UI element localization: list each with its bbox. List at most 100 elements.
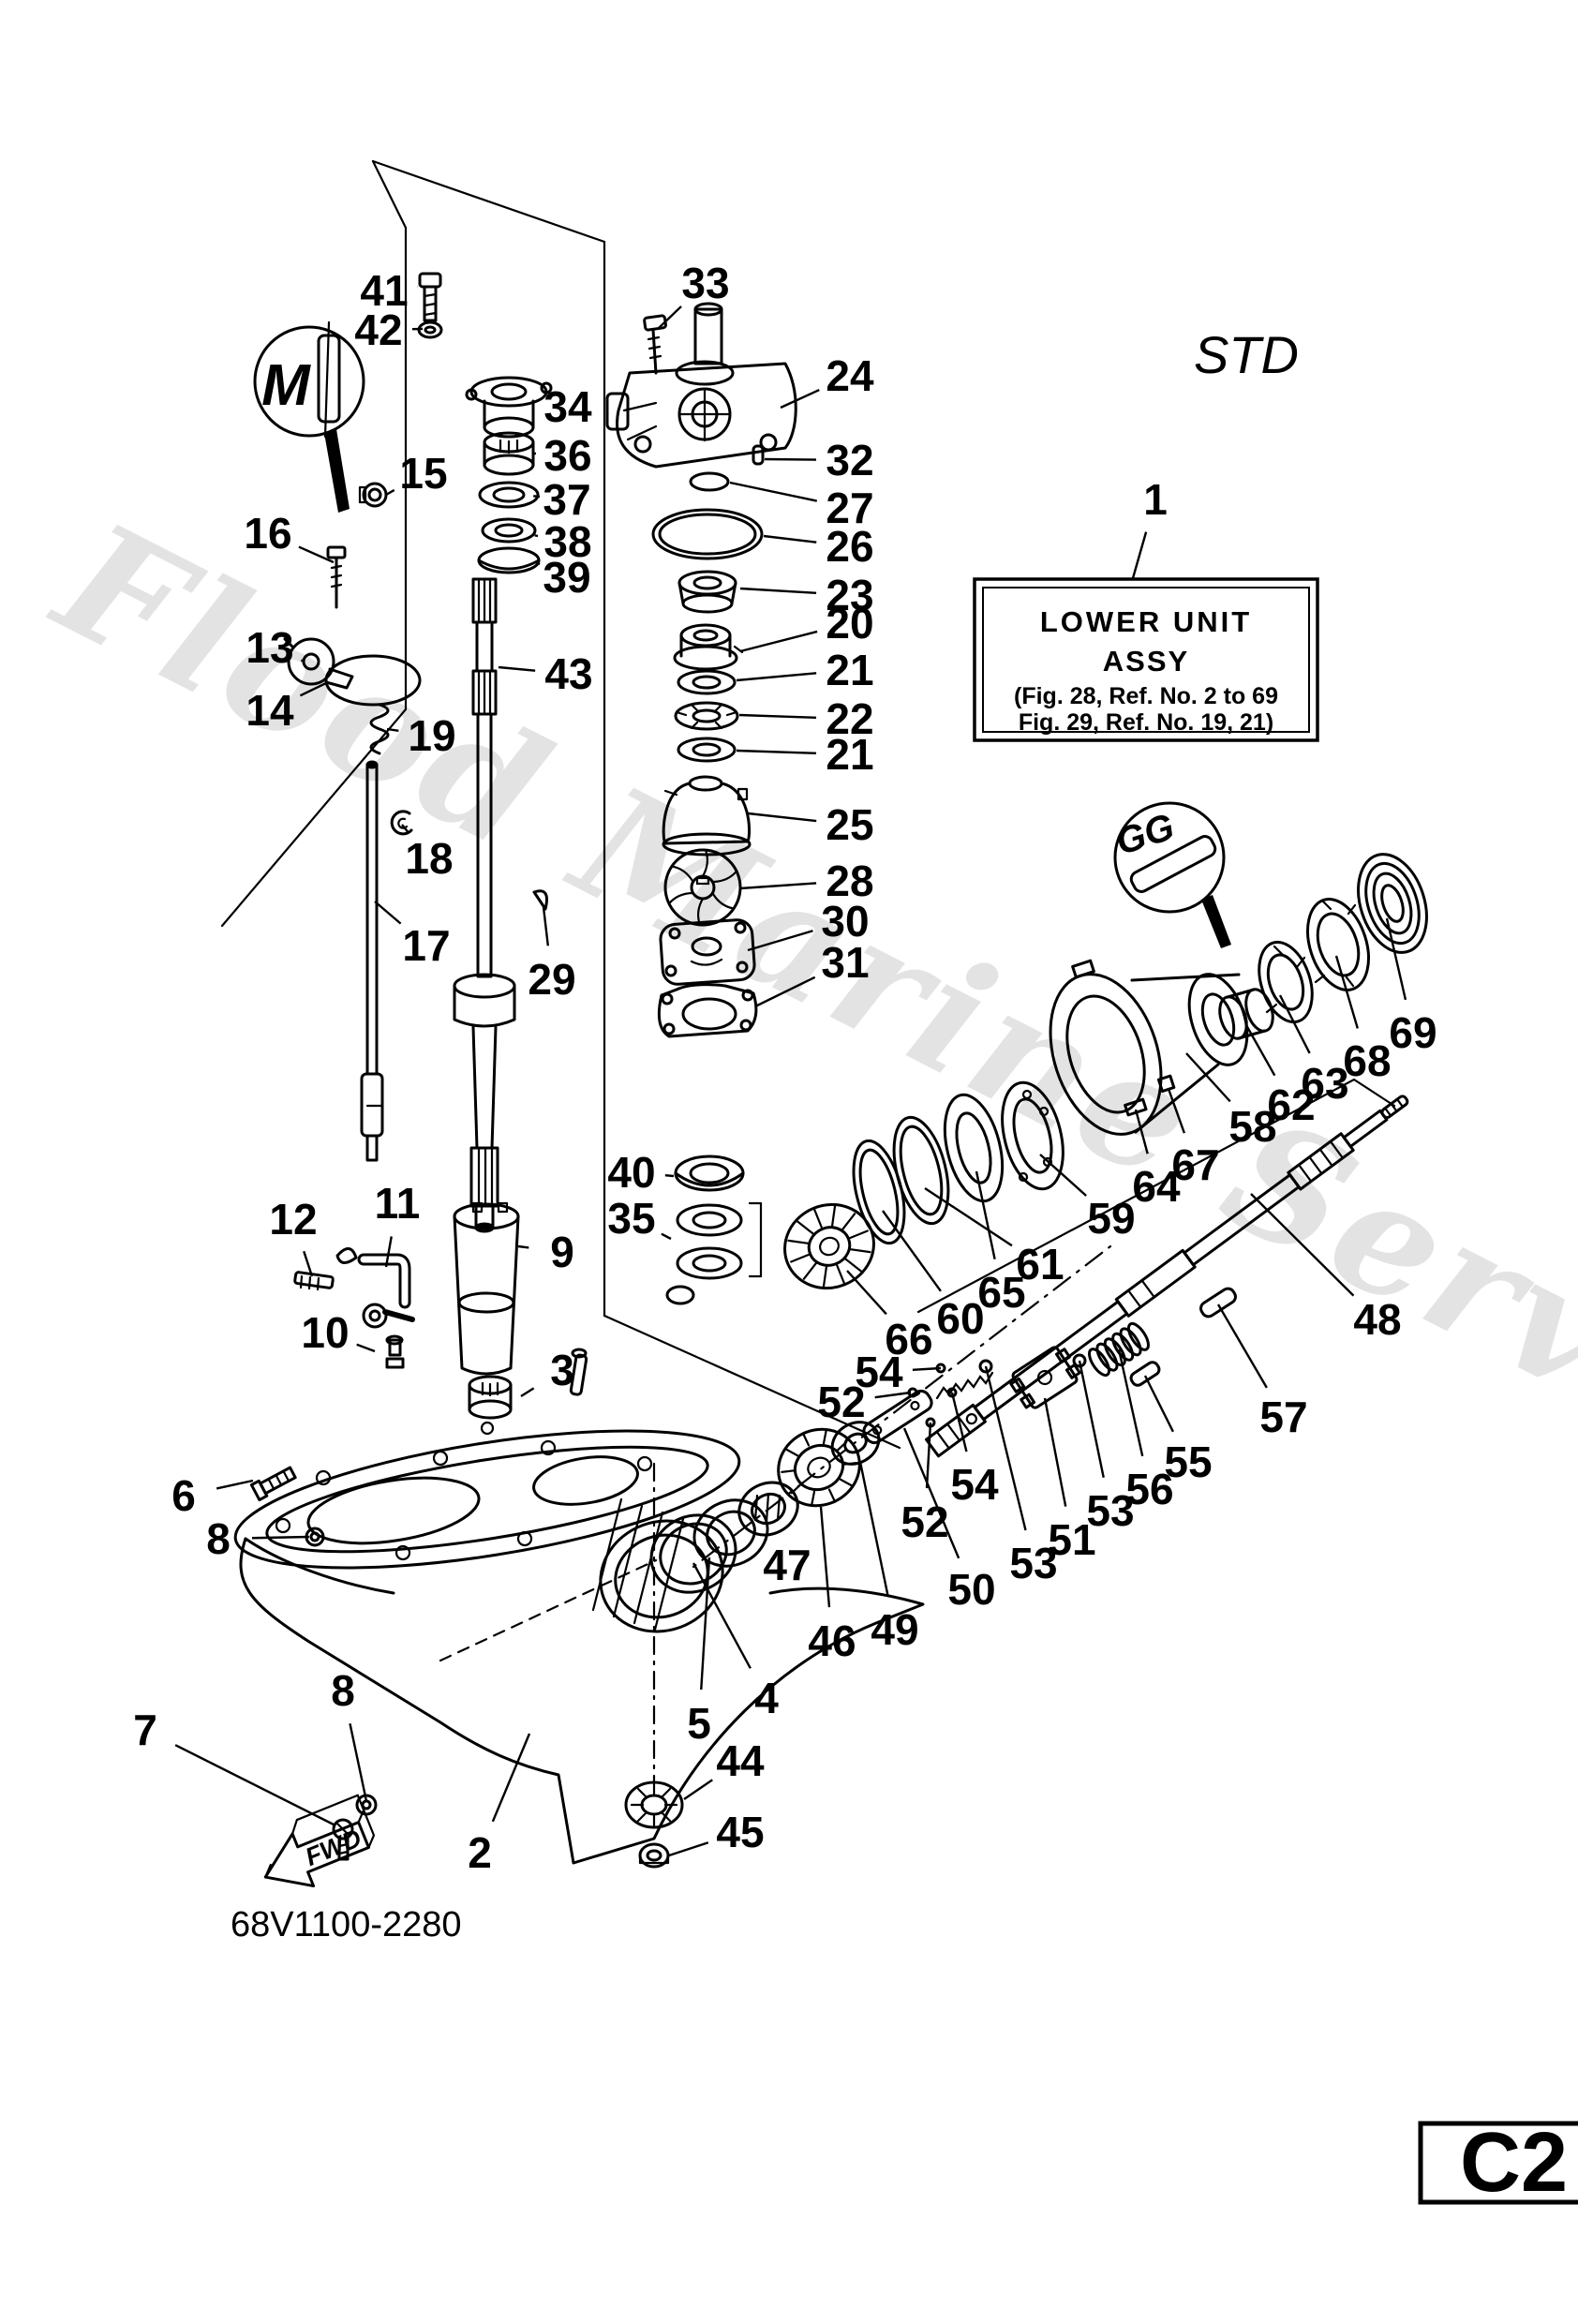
std-label: STD bbox=[1194, 325, 1299, 384]
o-ring-27 bbox=[689, 471, 730, 492]
leader-65 bbox=[975, 1170, 996, 1260]
callout-37: 37 bbox=[543, 475, 590, 524]
callout-7: 7 bbox=[133, 1706, 157, 1754]
driveshaft-43 bbox=[453, 577, 516, 1233]
callout-68: 68 bbox=[1343, 1036, 1391, 1085]
shift-plunger-50 bbox=[862, 1389, 933, 1445]
leader-29 bbox=[542, 906, 550, 946]
leader-8 bbox=[349, 1722, 368, 1802]
leader-50 bbox=[902, 1427, 960, 1559]
leader-55 bbox=[1143, 1375, 1174, 1433]
callout-54: 54 bbox=[855, 1348, 903, 1396]
callout-27: 27 bbox=[826, 484, 873, 532]
callout-57: 57 bbox=[1259, 1393, 1307, 1441]
leader-26 bbox=[763, 534, 817, 544]
drawing-code: 68V1100-2280 bbox=[231, 1905, 462, 1944]
pinion-gear-44 bbox=[624, 1780, 684, 1829]
leader-19 bbox=[386, 727, 399, 732]
leader-43 bbox=[498, 665, 536, 672]
callout-69: 69 bbox=[1389, 1008, 1437, 1057]
seal-40 bbox=[674, 1155, 745, 1192]
leader-8 bbox=[251, 1535, 310, 1540]
callout-52: 52 bbox=[817, 1378, 865, 1426]
callout-13: 13 bbox=[246, 623, 293, 672]
insert-23 bbox=[677, 570, 737, 614]
bearings-35 bbox=[676, 1201, 763, 1280]
callout-45: 45 bbox=[716, 1808, 764, 1856]
callout-40: 40 bbox=[607, 1148, 655, 1197]
assy-box-line2: ASSY bbox=[1103, 645, 1189, 678]
shift-rod-17 bbox=[360, 760, 384, 1162]
callout-65: 65 bbox=[977, 1268, 1025, 1317]
nut-45 bbox=[638, 1842, 670, 1869]
leader-17 bbox=[374, 901, 402, 925]
leader-69 bbox=[1385, 917, 1407, 1001]
leader-3 bbox=[520, 1387, 535, 1398]
leader-33 bbox=[658, 305, 682, 329]
leader-48 bbox=[1250, 1193, 1355, 1297]
leader-46 bbox=[819, 1506, 831, 1608]
leader-4 bbox=[692, 1562, 752, 1669]
ring-65 bbox=[943, 1093, 1005, 1203]
callout-8: 8 bbox=[331, 1666, 355, 1715]
callout-58: 58 bbox=[1228, 1102, 1276, 1151]
callout-9: 9 bbox=[550, 1228, 574, 1276]
leader-63 bbox=[1278, 994, 1311, 1054]
gear-housing-2 bbox=[233, 1348, 925, 1865]
assy-box-line4: Fig. 29, Ref. No. 19, 21) bbox=[1019, 709, 1273, 736]
leader-51 bbox=[1043, 1397, 1067, 1507]
leader-32 bbox=[764, 457, 817, 461]
leader-68 bbox=[1334, 955, 1359, 1029]
shift-spring bbox=[935, 1371, 994, 1400]
page-code-box: C2 bbox=[1418, 2116, 1578, 2210]
bushing-62 bbox=[1218, 988, 1274, 1040]
ring-61 bbox=[892, 1115, 950, 1226]
bolt-6 bbox=[249, 1466, 297, 1502]
callout-8: 8 bbox=[206, 1514, 231, 1563]
leader-54 bbox=[950, 1392, 968, 1452]
water-intake-grill bbox=[591, 1497, 685, 1631]
leader-14 bbox=[299, 680, 329, 697]
leader-59 bbox=[1039, 1154, 1087, 1197]
callout-1: 1 bbox=[1143, 475, 1168, 524]
callout-6: 6 bbox=[171, 1471, 196, 1520]
callout-61: 61 bbox=[1016, 1240, 1064, 1289]
callout-20: 20 bbox=[826, 599, 873, 648]
callout-19: 19 bbox=[408, 711, 455, 760]
elbow-11 bbox=[357, 1253, 411, 1309]
bolt-41 bbox=[418, 272, 442, 322]
ring-nut-68 bbox=[1306, 898, 1370, 991]
assy-box-line1: LOWER UNIT bbox=[1040, 605, 1252, 638]
detail-bubble-m: M bbox=[253, 320, 365, 513]
callout-66: 66 bbox=[885, 1315, 932, 1363]
detail-bubble-gg: GG bbox=[1111, 801, 1231, 948]
leader-27 bbox=[729, 481, 818, 502]
callout-64: 64 bbox=[1132, 1162, 1181, 1211]
collar-20 bbox=[673, 623, 744, 671]
leader-37 bbox=[533, 495, 541, 499]
leader-62 bbox=[1244, 1024, 1276, 1077]
pin-32 bbox=[752, 444, 765, 466]
leader-7 bbox=[174, 1744, 336, 1827]
callout-62: 62 bbox=[1267, 1080, 1315, 1129]
callout-25: 25 bbox=[826, 800, 873, 849]
callout-34: 34 bbox=[543, 382, 592, 431]
leader-45 bbox=[668, 1841, 709, 1857]
callout-12: 12 bbox=[269, 1195, 317, 1244]
callout-2: 2 bbox=[468, 1828, 492, 1877]
callout-48: 48 bbox=[1353, 1295, 1401, 1344]
leader-5 bbox=[700, 1557, 711, 1691]
callout-31: 31 bbox=[821, 938, 869, 987]
forward-gear-46 bbox=[777, 1427, 861, 1508]
fwd-arrow: FWD bbox=[263, 1794, 376, 1888]
assy-label-box: LOWER UNIT ASSY (Fig. 28, Ref. No. 2 to … bbox=[973, 577, 1319, 742]
leader-49 bbox=[858, 1461, 889, 1597]
callout-50: 50 bbox=[947, 1565, 995, 1614]
callout-51: 51 bbox=[1048, 1515, 1095, 1564]
spline-washer-22 bbox=[674, 701, 739, 731]
o-ring-26 bbox=[651, 508, 764, 560]
callout-15: 15 bbox=[399, 449, 447, 498]
callout-16: 16 bbox=[244, 509, 291, 558]
